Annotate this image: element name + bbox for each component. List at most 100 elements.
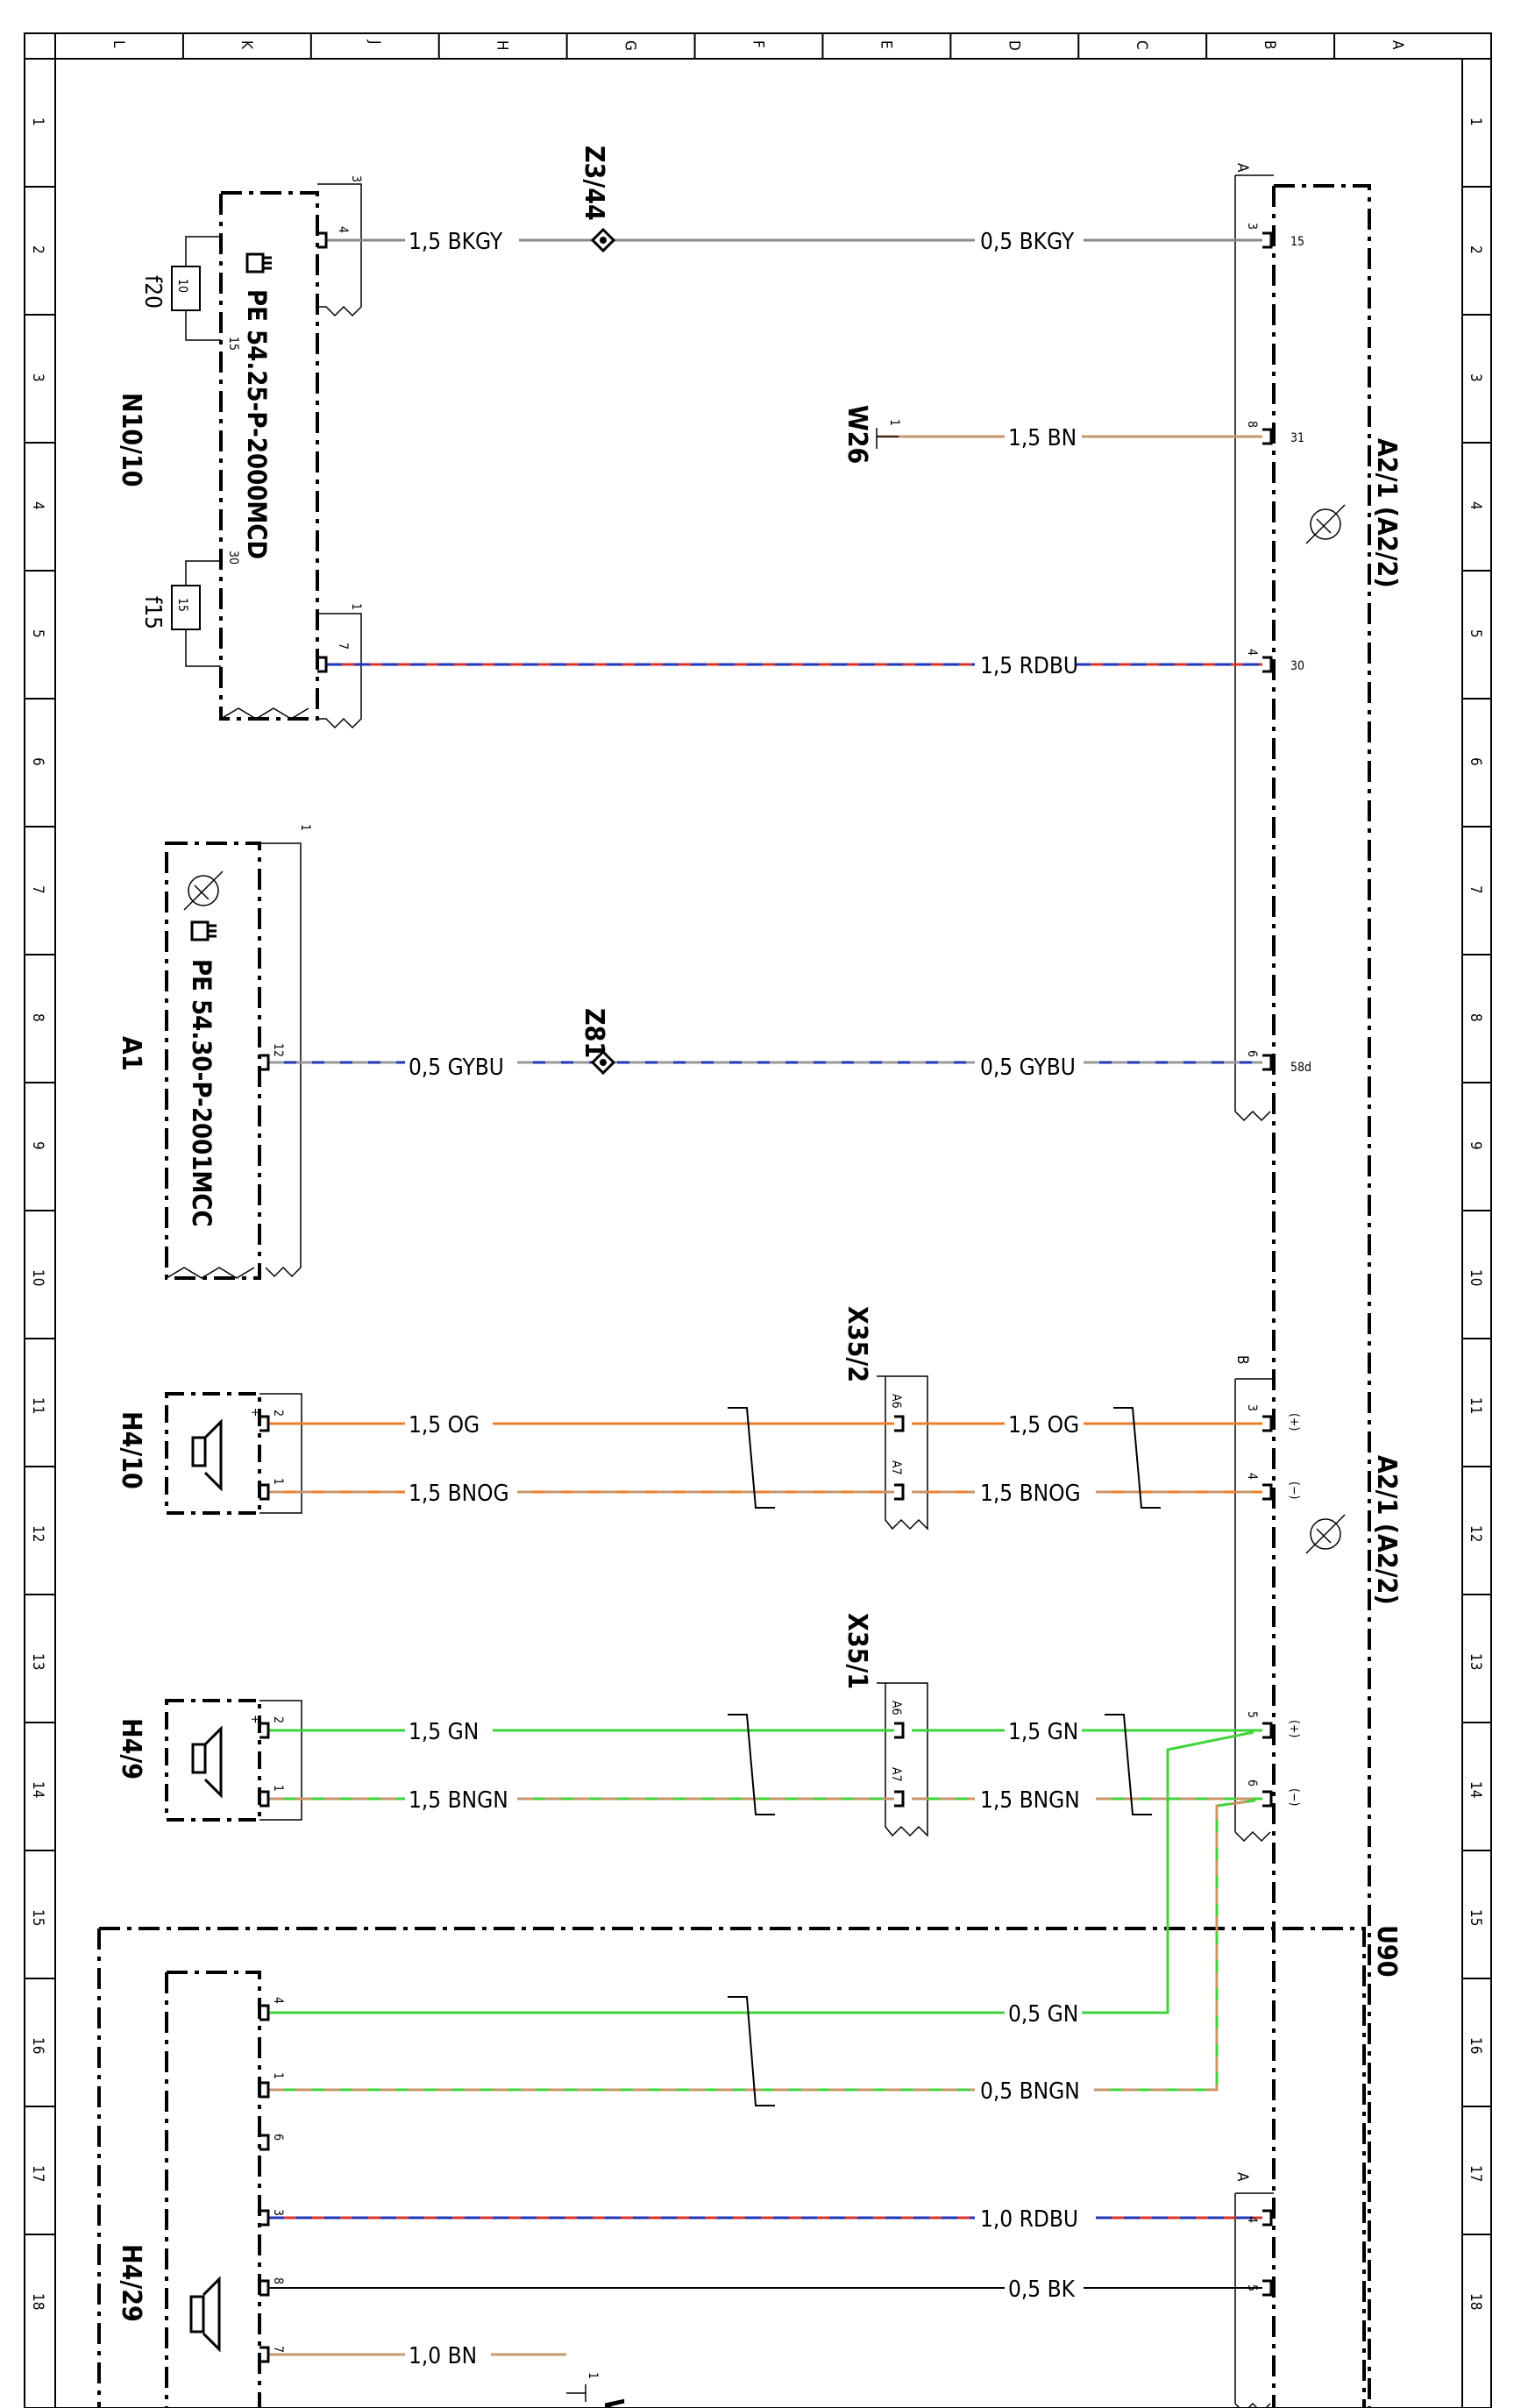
fuse-f15-rating: 15 [175, 598, 189, 612]
pin-stub [259, 2134, 270, 2151]
pin-stub [259, 1483, 270, 1501]
frame-row-label: 11 [1467, 1397, 1484, 1414]
pin-stub [259, 2004, 270, 2021]
pin-stub [317, 231, 328, 249]
a1-label: A1 [116, 1036, 146, 1071]
pin-stub [1262, 231, 1273, 249]
u90-zone-border: U90 [97, 1925, 1402, 2408]
frame-row-label: 5 [1467, 629, 1484, 638]
wires [259, 231, 1273, 2363]
h4-29-module: 4 1 6 3 8 7 H4/29 [116, 1971, 285, 2408]
h4-10-pin-2: 2 [271, 1410, 285, 1417]
pin-stub [1262, 1415, 1273, 1432]
pin-stub [894, 1415, 905, 1432]
a2-1-b-term-3: (+) [1287, 1720, 1301, 1737]
frame-row-label: 2 [1467, 245, 1484, 254]
z3-44-splice: Z3/44 [579, 146, 616, 253]
h4-9-plus: + [248, 1715, 262, 1724]
wire-label-bk-lower: 0,5 BK [1008, 2277, 1076, 2303]
frame-col-label: F [750, 40, 767, 48]
n10-10-module: 3 1 4 7 15 30 10 f20 15 f15 PE 54.25-P-2… [116, 175, 363, 729]
frame-col-label: C [1133, 40, 1150, 50]
a2-1-label-lower: A2/1 (A2/2) [1371, 1455, 1402, 1605]
reference-hand-icon [190, 920, 217, 941]
wire-label-bkgy-left: 1,5 BKGY [409, 229, 503, 255]
transmitter-icon [183, 870, 224, 911]
frame-row-label: 16 [29, 2037, 46, 2054]
n10-pin-4: 4 [336, 226, 350, 233]
pin-stub [1262, 428, 1273, 445]
x35-2-label: X35/2 [842, 1306, 872, 1382]
frame-row-label: 14 [29, 1781, 46, 1798]
wire-label-rdbu-lower: 1,0 RDBU [980, 2206, 1078, 2233]
wire-label-bnog-left: 1,5 BNOG [409, 1481, 509, 1507]
z3-44-label: Z3/44 [579, 146, 609, 221]
cable-break-mark [728, 1407, 775, 1509]
frame-col-label: J [366, 39, 383, 45]
pin-stub [259, 2081, 270, 2099]
a2-1-c-pin-4: 4 [1245, 2216, 1259, 2223]
fuse-f20-label: f20 [139, 275, 166, 309]
pin-stub [1262, 2279, 1273, 2297]
a2-1-term-58d: 58d [1290, 1061, 1311, 1075]
cable-break-mark [1113, 1407, 1161, 1509]
wire-bngn-u90 [268, 1799, 1256, 2092]
n10-pin-30: 30 [226, 551, 240, 565]
wire-label-gn-right: 1,5 GN [1008, 1719, 1078, 1745]
a2-1-conn-b: B [1233, 1355, 1251, 1365]
wire-label-bn-w1: 1,0 BN [409, 2343, 477, 2369]
wire-label-bngn-right: 1,5 BNGN [980, 1787, 1080, 1814]
pin-stub [259, 2279, 270, 2297]
cable-break-mark [728, 1714, 775, 1815]
wire-label-og-left: 1,5 OG [409, 1412, 480, 1438]
frame-row-label: 11 [29, 1397, 46, 1414]
frame-col-label: E [877, 40, 894, 49]
frame-row-label: 8 [1467, 1013, 1484, 1022]
a2-1-pin-labels: 3 8 4 6 15 31 30 58d 3 4 5 6 (+) (−) (+)… [1245, 223, 1311, 2291]
h4-9-pin-2: 2 [271, 1716, 285, 1723]
a2-1-c-pin-5: 5 [1245, 2284, 1259, 2291]
frame-col-label: D [1005, 40, 1022, 51]
z81-label: Z81 [579, 1008, 609, 1058]
frame-row-label: 6 [1467, 757, 1484, 766]
frame-row-label: 15 [29, 1909, 46, 1926]
n10-conn-bottom: 1 [349, 603, 363, 610]
pin-stub [259, 1722, 270, 1739]
frame-row-label: 8 [29, 1013, 46, 1022]
frame-row-label: 13 [29, 1653, 46, 1670]
h4-29-pin-7: 7 [271, 2346, 285, 2353]
x35-1-pin-a6: A6 [889, 1701, 903, 1715]
a1-pin-12: 12 [271, 1043, 285, 1057]
frame-row-label: 5 [29, 629, 46, 638]
frame-row-label: 3 [1467, 373, 1484, 382]
wire-label-og-right: 1,5 OG [1008, 1412, 1079, 1438]
frame-row-label: 4 [1467, 501, 1484, 510]
wire-label-bnog-right: 1,5 BNOG [980, 1481, 1081, 1507]
frame-col-label: H [494, 40, 511, 51]
cable-break-mark [1105, 1714, 1152, 1815]
pin-stub [1262, 656, 1273, 673]
fuse-f15-label: f15 [139, 596, 166, 629]
a2-1-b-pin-3: 3 [1245, 1404, 1259, 1411]
frame-col-label: A [1389, 40, 1406, 50]
h4-10-label: H4/10 [116, 1411, 146, 1489]
a2-1-b-pin-4: 4 [1245, 1473, 1259, 1480]
a2-1-b-pin-6: 6 [1245, 1779, 1259, 1786]
fuse-f20-rating: 10 [175, 279, 189, 293]
wire-label-gn-u90: 0,5 GN [1008, 2001, 1078, 2028]
a2-1-conn-a-upper: A [1233, 163, 1251, 173]
frame-row-label: 9 [1467, 1141, 1484, 1150]
h4-29-pin-3: 3 [271, 2209, 285, 2216]
pin-stub [317, 656, 328, 673]
pin-stub [894, 1483, 905, 1501]
wire-label-bn-w26: 1,5 BN [1008, 425, 1077, 451]
a2-1-pin-4: 4 [1245, 649, 1259, 656]
frame-col-label: L [110, 40, 127, 48]
pin-stub [894, 1790, 905, 1808]
wire-label-bkgy-right: 0,5 BKGY [980, 229, 1075, 255]
frame-row-label: 16 [1467, 2037, 1484, 2054]
a2-1-conn-a-lower: A [1233, 2172, 1251, 2182]
a1-module: 1 12 PE 54.30-P-2001MCC A1 [116, 824, 312, 1280]
